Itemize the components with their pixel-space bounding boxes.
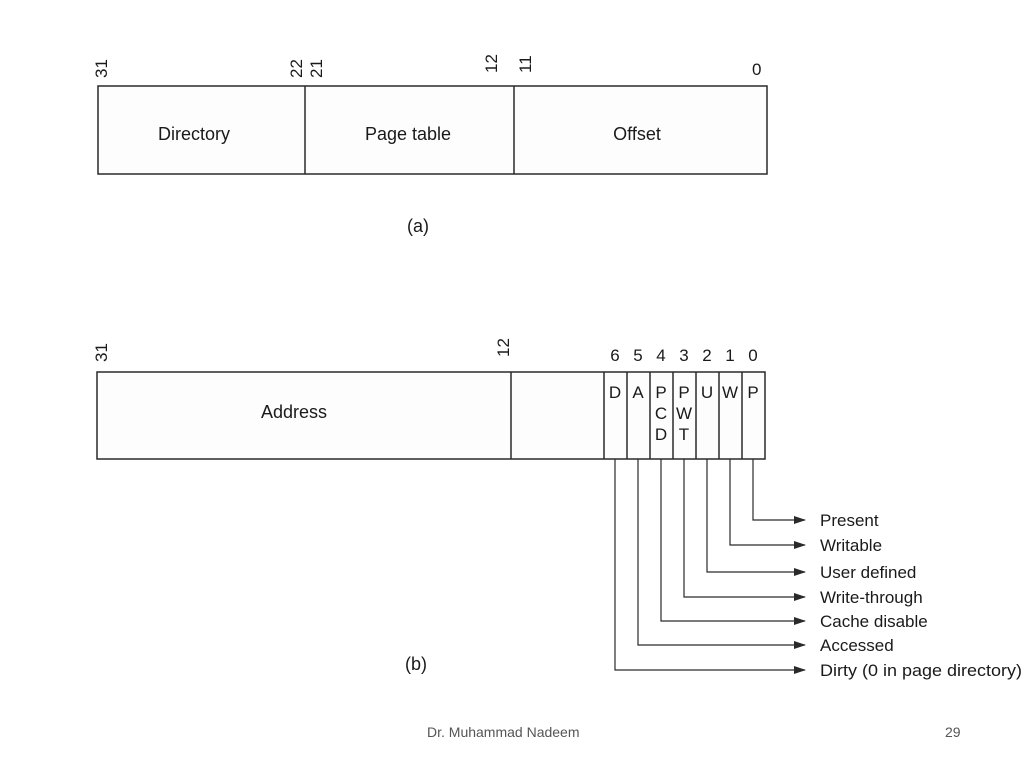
flag-bit-number: 4: [656, 346, 665, 365]
legend-dirty: Dirty (0 in page directory): [820, 661, 1022, 680]
bit-label-12: 12: [482, 54, 501, 73]
bit-label-22: 22: [287, 59, 306, 78]
linear-address-diagram: 31 22 21 12 11 0 Directory Page table Of…: [92, 54, 768, 236]
legend-cache-disable: Cache disable: [820, 612, 928, 631]
flag-letter: D: [609, 383, 621, 402]
page-table-entry-box: [96, 371, 766, 460]
footer-page-number: 29: [945, 724, 961, 740]
legend-writable: Writable: [820, 536, 882, 555]
flag-bit-number: 6: [610, 346, 619, 365]
caption-a: (a): [407, 216, 429, 236]
footer-author: Dr. Muhammad Nadeem: [427, 724, 580, 740]
bit-label-12: 12: [494, 338, 513, 357]
flag-bit-number: 2: [702, 346, 711, 365]
bit-label-11: 11: [516, 55, 535, 73]
flag-bit-number: 1: [725, 346, 734, 365]
leader-line-writable: [729, 459, 806, 549]
flag-letter: P: [655, 383, 666, 402]
bit-label-21: 21: [307, 59, 326, 78]
legend-user-defined: User defined: [820, 563, 916, 582]
flag-letter: P: [747, 383, 758, 402]
field-offset: Offset: [613, 124, 661, 144]
field-page-table: Page table: [365, 124, 451, 144]
legend-accessed: Accessed: [820, 636, 894, 655]
flag-bit-number: 0: [748, 346, 757, 365]
flag-letter: W: [676, 404, 692, 423]
flag-letter: U: [701, 383, 713, 402]
flag-letter: P: [678, 383, 689, 402]
field-address: Address: [261, 402, 327, 422]
bit-label-0: 0: [752, 60, 761, 79]
leader-line-write-through: [683, 459, 806, 601]
bit-label-31: 31: [92, 59, 111, 78]
leader-line-user-defined: [706, 459, 806, 576]
flag-letter: W: [722, 383, 738, 402]
page-table-entry-diagram: 31 12 6 5 4 3 2 1 0 Address D A P C D P …: [92, 338, 1022, 680]
flag-letter: C: [655, 404, 667, 423]
leader-line-accessed: [637, 459, 806, 649]
leader-line-present: [752, 459, 806, 524]
legend-present: Present: [820, 511, 879, 530]
flag-letter: D: [655, 425, 667, 444]
caption-b: (b): [405, 654, 427, 674]
bit-label-31: 31: [92, 343, 111, 362]
leader-line-cache-disable: [660, 459, 806, 625]
linear-address-box: [97, 85, 768, 175]
field-directory: Directory: [158, 124, 230, 144]
flag-letter: T: [679, 425, 689, 444]
flag-bit-number: 5: [633, 346, 642, 365]
flag-letter: A: [632, 383, 644, 402]
leader-line-dirty: [614, 459, 806, 674]
flag-bit-number: 3: [679, 346, 688, 365]
legend-write-through: Write-through: [820, 588, 923, 607]
